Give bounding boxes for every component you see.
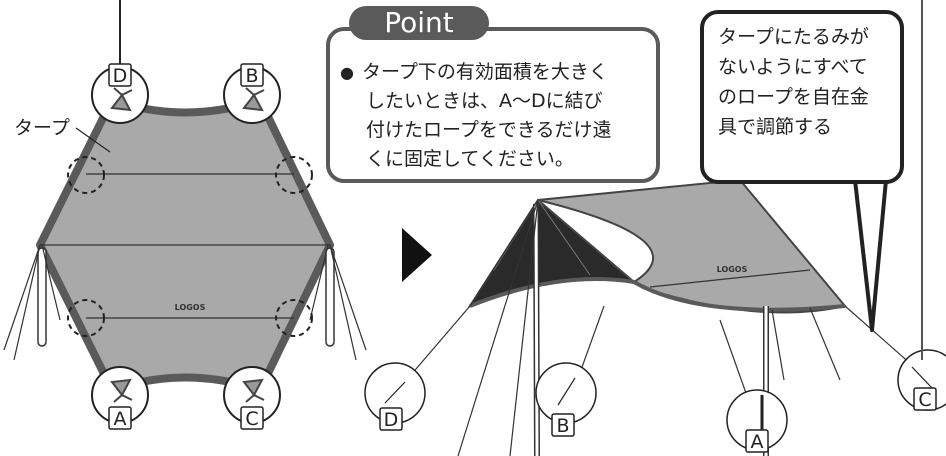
callout-text: タープにたるみが ないようにすべて のロープを自在金 具で調節する xyxy=(718,22,908,142)
guy-rope xyxy=(329,244,357,361)
logos-logo-right: LOGOS xyxy=(717,265,748,274)
guy-rope xyxy=(309,244,329,321)
guy-rope xyxy=(41,244,61,321)
corner-detail xyxy=(110,87,265,403)
callout-line: 具で調節する xyxy=(718,116,833,138)
stake-label-a: A xyxy=(751,431,764,453)
dashed-circle xyxy=(275,299,313,337)
corner-label-c: C xyxy=(245,408,258,430)
stake-box-a xyxy=(745,429,769,453)
dashed-circle xyxy=(67,156,105,194)
tarp-label: タープ xyxy=(14,117,70,139)
side-pole-right xyxy=(325,247,335,347)
corner-label-a: A xyxy=(114,408,127,430)
stake-rope xyxy=(384,381,406,404)
point-text: ● タープ下の有効面積を大きく したいときは、A〜Dに結び 付けたロープをできるだ… xyxy=(340,58,655,174)
stake-label-b: B xyxy=(556,415,569,437)
callout-line: のロープを自在金 xyxy=(718,86,869,108)
point-line: くに固定してください。 xyxy=(366,148,574,170)
stake-rope xyxy=(557,377,576,406)
stake-box-b xyxy=(551,413,575,437)
guy-rope xyxy=(329,244,367,351)
pole-main-inner xyxy=(534,203,539,456)
label-box-a xyxy=(108,406,132,430)
callout-line: ないようにすべて xyxy=(718,56,868,78)
callout-pointer xyxy=(853,179,888,332)
stake-rope xyxy=(911,366,933,389)
dashed-circle xyxy=(67,299,105,337)
seam-line xyxy=(649,269,811,288)
stake-box-d xyxy=(379,407,403,431)
point-line: ● タープ下の有効面積を大きく xyxy=(340,58,655,87)
point-line: 付けたロープをできるだけ遠 xyxy=(366,119,612,141)
side-pole-left xyxy=(37,247,47,347)
seam-line xyxy=(537,199,591,276)
stake-label-d: D xyxy=(384,409,399,431)
point-line-text: タープ下の有効面積を大きく xyxy=(361,61,608,83)
stake-label-c: C xyxy=(918,389,931,411)
guy-rope xyxy=(13,244,41,361)
guy-rope xyxy=(3,244,41,351)
bullet-icon: ● xyxy=(340,63,354,82)
label-box-c xyxy=(240,406,264,430)
label-box-d xyxy=(108,63,132,87)
arrow-icon xyxy=(402,228,432,282)
corner-label-d: D xyxy=(113,65,128,87)
label-box-b xyxy=(240,63,264,87)
corner-label-b: B xyxy=(245,65,258,87)
stake-box-c xyxy=(913,387,937,411)
callout-box xyxy=(700,10,904,184)
callout-line: タープにたるみが xyxy=(718,26,869,48)
point-box xyxy=(326,27,660,183)
dashed-circle xyxy=(275,156,313,194)
point-badge: Point xyxy=(349,6,489,40)
tarp-label-leader xyxy=(75,127,111,153)
point-line: したいときは、A〜Dに結び xyxy=(366,90,603,112)
logos-logo: LOGOS xyxy=(175,303,206,312)
